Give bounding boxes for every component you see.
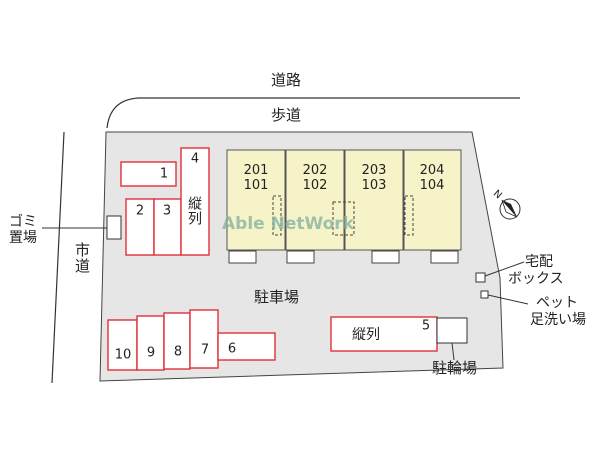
- tandem-label-4: 縦列: [186, 196, 202, 226]
- delivery-box-leader: [484, 261, 525, 277]
- city-road-label: 市道: [73, 242, 91, 274]
- parking-number-1: 1: [159, 166, 169, 182]
- pet-wash-label-line1: ペット: [536, 295, 578, 311]
- parking-space-1: [120, 161, 177, 187]
- pet-wash-leader: [487, 294, 529, 305]
- garbage-label-line1: ゴミ: [9, 214, 37, 230]
- parking-space-10: [107, 319, 138, 371]
- road-label: 道路: [271, 71, 302, 89]
- parking-number-10: 10: [114, 347, 132, 363]
- parking-number-7: 7: [200, 342, 210, 358]
- unit-label-203-103: 203 103: [362, 163, 387, 193]
- unit-number-101: 101: [243, 178, 269, 193]
- sidewalk-label: 歩道: [271, 106, 302, 124]
- unit-label-204-104: 204 104: [420, 163, 445, 193]
- delivery-box-label-line2: ボックス: [508, 271, 564, 287]
- unit-number-203: 203: [361, 163, 387, 178]
- parking-space-2: [125, 198, 155, 256]
- pet-wash-station: [480, 290, 489, 299]
- parking-number-2: 2: [135, 203, 145, 219]
- parking-space-8: [163, 312, 191, 370]
- parking-space-4: [180, 147, 210, 256]
- tandem-label-5: 縦列: [352, 327, 380, 343]
- parking-number-9: 9: [146, 345, 156, 361]
- city-road-line: [51, 131, 65, 384]
- bicycle-parking-box: [436, 317, 468, 344]
- unit-block-201-101: [226, 149, 286, 251]
- unit-number-204: 204: [419, 163, 445, 178]
- unit-number-104: 104: [419, 178, 445, 193]
- unit-number-103: 103: [361, 178, 387, 193]
- delivery-box-label-line1: 宅配: [525, 254, 553, 270]
- outdoor-unit: [371, 250, 400, 264]
- unit-number-102: 102: [302, 178, 328, 193]
- delivery-box: [475, 272, 486, 283]
- parking-number-4: 4: [190, 151, 200, 167]
- garbage-box: [106, 215, 122, 240]
- parking-space-3: [153, 198, 182, 256]
- parking-number-8: 8: [173, 344, 183, 360]
- bicycle-parking-leader: [451, 342, 455, 361]
- parking-number-3: 3: [162, 203, 172, 219]
- unit-number-201: 201: [243, 163, 269, 178]
- parking-space-6: [217, 332, 276, 361]
- unit-block-203-103: [344, 149, 404, 251]
- entrance-mark: [404, 195, 414, 236]
- parking-space-5: [330, 316, 438, 352]
- outdoor-unit: [286, 250, 315, 264]
- outdoor-unit: [228, 250, 257, 264]
- unit-number-202: 202: [302, 163, 328, 178]
- parking-number-5: 5: [421, 318, 431, 334]
- compass-north-label: N: [491, 188, 504, 201]
- apartment-building: [226, 149, 462, 264]
- unit-block-202-102: [285, 149, 345, 251]
- parking-number-6: 6: [227, 341, 237, 357]
- parking-lot-label: 駐車場: [254, 288, 300, 306]
- road-edge-line: [106, 97, 520, 129]
- entrance-mark: [272, 195, 282, 236]
- parking-space-7: [189, 309, 219, 369]
- entrance-mark: [332, 201, 355, 236]
- pet-wash-label-line2: 足洗い場: [530, 312, 586, 328]
- unit-label-201-101: 201 101: [244, 163, 269, 193]
- garbage-label-line2: 置場: [9, 230, 37, 246]
- watermark-text: Able NetWork: [222, 214, 354, 234]
- unit-label-202-102: 202 102: [303, 163, 328, 193]
- bicycle-parking-label: 駐輪場: [432, 359, 478, 377]
- north-compass-icon: N: [491, 188, 521, 220]
- parking-space-9: [136, 315, 165, 371]
- parking-spaces: [107, 147, 438, 371]
- outdoor-unit: [430, 250, 459, 264]
